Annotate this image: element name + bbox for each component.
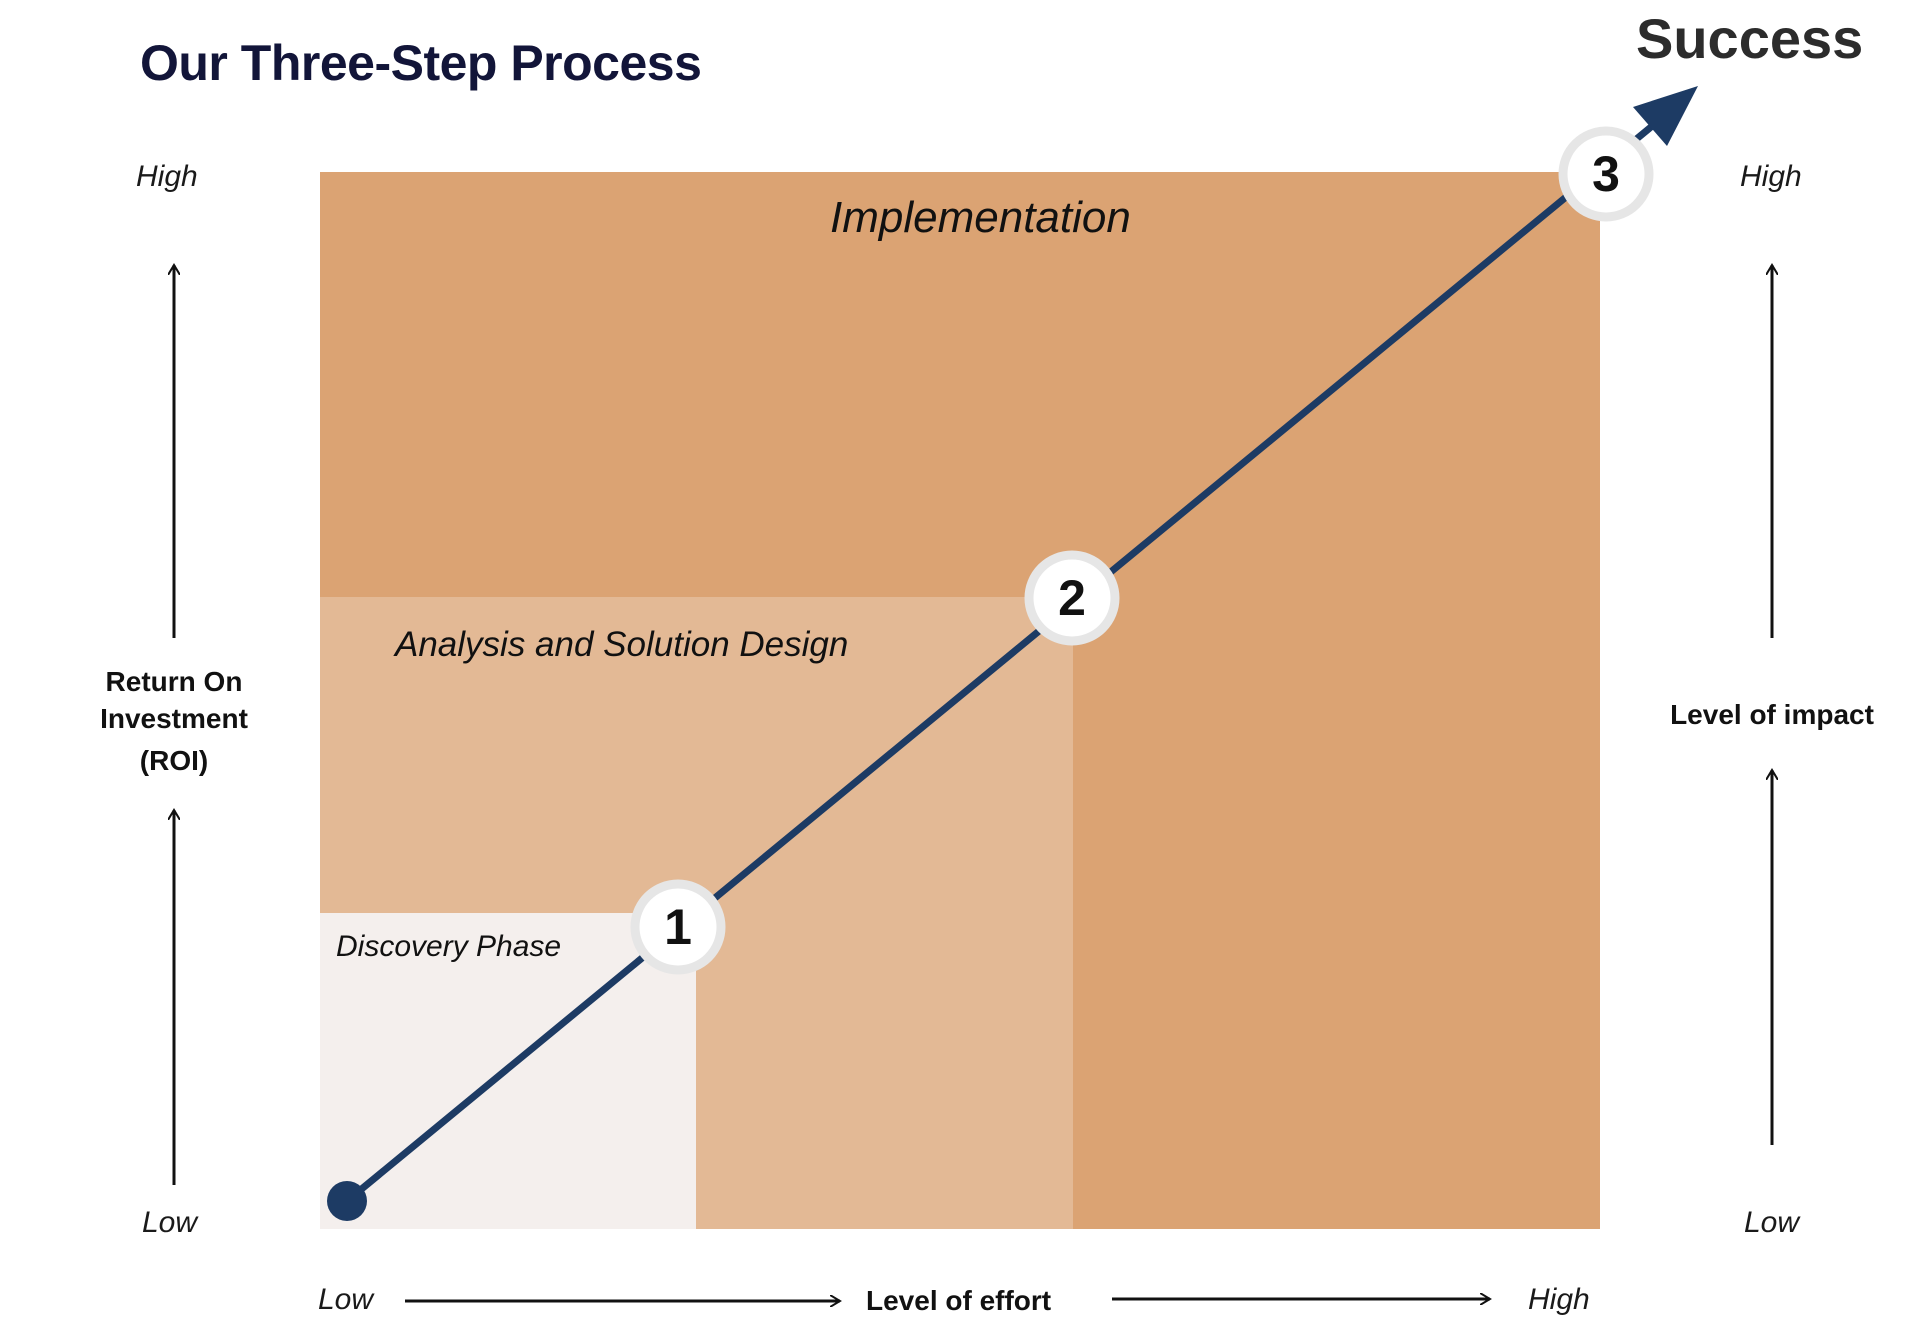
bottom-axis-high-label: High	[1528, 1283, 1590, 1316]
left-axis-high-label: High	[136, 160, 198, 193]
left-axis-title-line-3: (ROI)	[139, 745, 209, 776]
step-2-badge	[1024, 550, 1120, 646]
step-2-number: 2	[1058, 570, 1086, 626]
right-axis-title: Level of impact	[1670, 699, 1874, 730]
step-1-badge	[630, 879, 726, 975]
page-title: Our Three-Step Process	[140, 35, 702, 91]
left-axis-title: Return On Investment (ROI)	[54, 663, 294, 779]
right-axis-low-label: Low	[1744, 1206, 1800, 1239]
step-3-badge	[1558, 126, 1654, 222]
left-axis-title-line-2: Investment	[100, 703, 248, 734]
right-axis-high-label: High	[1740, 160, 1802, 193]
implementation-label: Implementation	[830, 193, 1131, 242]
progress-path-arrowhead-icon	[1633, 86, 1698, 146]
discovery-label: Discovery Phase	[336, 930, 562, 963]
step-1-number: 1	[664, 899, 692, 955]
bottom-axis-low-label: Low	[318, 1283, 374, 1316]
left-axis-title-line-1: Return On	[105, 666, 243, 697]
progress-path-line	[343, 109, 1672, 1205]
analysis-label: Analysis and Solution Design	[395, 625, 849, 664]
bottom-axis-title: Level of effort	[866, 1285, 1052, 1316]
left-axis-low-label: Low	[142, 1206, 198, 1239]
step-3-number: 3	[1592, 146, 1620, 202]
start-point-dot	[327, 1181, 367, 1221]
success-label: Success	[1636, 7, 1864, 70]
